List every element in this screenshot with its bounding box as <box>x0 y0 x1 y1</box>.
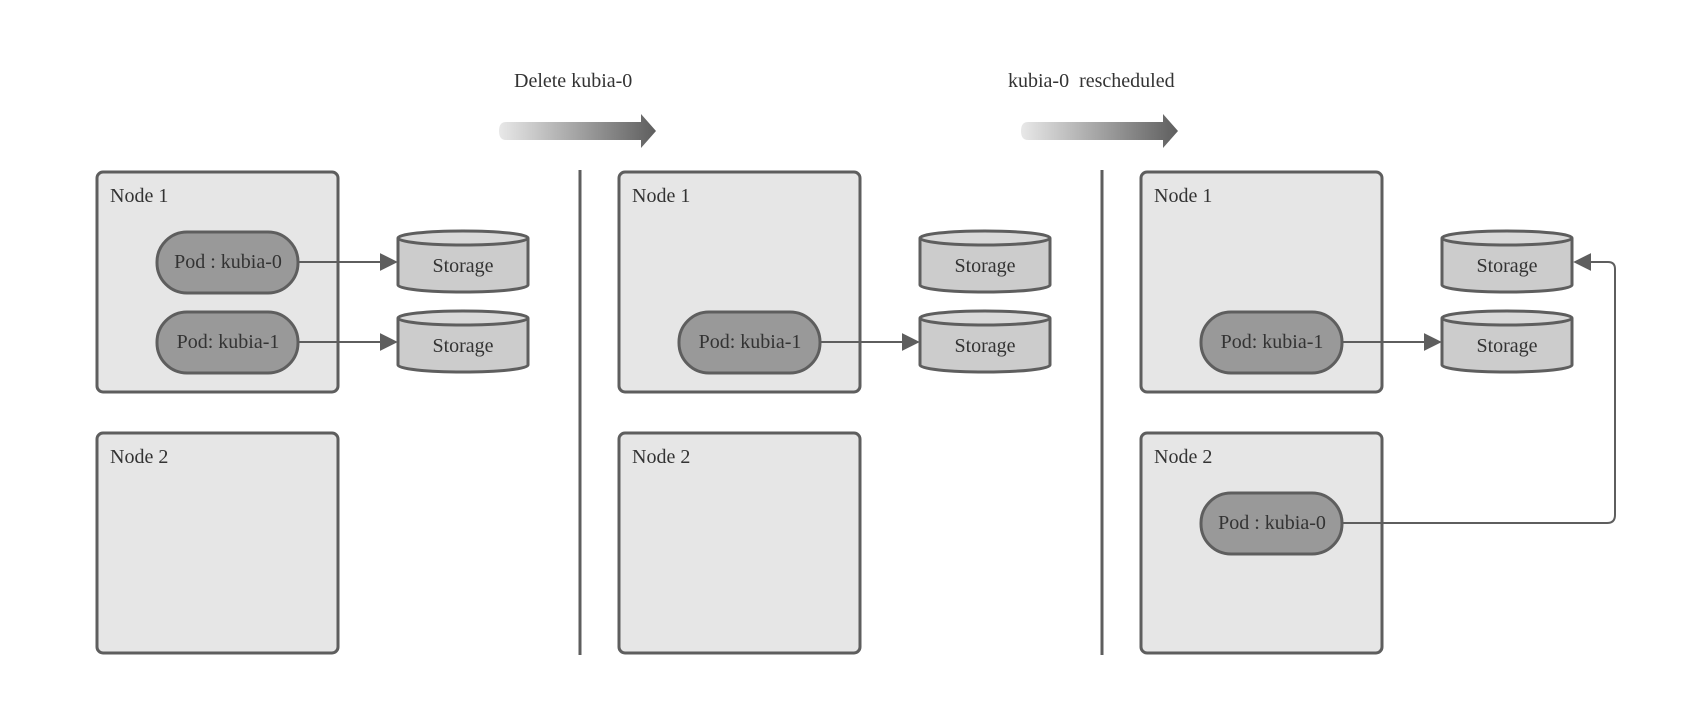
pod-kubia-0-label: Pod : kubia-0 <box>174 251 282 273</box>
storage-1-label: Storage <box>1476 255 1537 277</box>
storage-1-label: Storage <box>954 255 1015 277</box>
node-1-title: Node 1 <box>110 185 168 207</box>
node-1-title: Node 1 <box>632 185 690 207</box>
transition-rescheduled-arrow <box>1021 114 1178 148</box>
pod-kubia-0-label: Pod : kubia-0 <box>1218 512 1326 534</box>
node-1-title: Node 1 <box>1154 185 1212 207</box>
storage-1: Storage <box>396 229 530 294</box>
pod-kubia-1-label: Pod: kubia-1 <box>177 331 280 353</box>
pod-kubia-1-label: Pod: kubia-1 <box>1221 331 1324 353</box>
stage-3: Node 1 Node 2 Pod: kubia-1 Pod : kubia-0… <box>1139 170 1616 655</box>
node-2-title: Node 2 <box>1154 446 1212 468</box>
storage-1: Storage <box>918 229 1052 294</box>
storage-2: Storage <box>396 309 530 374</box>
node-2-title: Node 2 <box>110 446 168 468</box>
storage-2-label: Storage <box>432 335 493 357</box>
storage-2-label: Storage <box>954 335 1015 357</box>
node-2-box <box>617 431 862 655</box>
stage-1: Node 1 Node 2 Pod : kubia-0 Pod: kubia-1… <box>95 170 530 655</box>
stage-2: Node 1 Node 2 Pod: kubia-1 Storage Stora… <box>617 170 1052 655</box>
transition-rescheduled: kubia-0 rescheduled <box>1008 70 1178 148</box>
node-2-box <box>95 431 340 655</box>
pod-kubia-0-to-storage-connector <box>1342 253 1616 524</box>
storage-2: Storage <box>918 309 1052 374</box>
storage-2: Storage <box>1440 309 1574 374</box>
transition-delete-arrow <box>499 114 656 148</box>
storage-1: Storage <box>1440 229 1574 294</box>
transition-delete-label: Delete kubia-0 <box>514 70 632 92</box>
transition-rescheduled-label: kubia-0 rescheduled <box>1008 70 1175 92</box>
pod-kubia-1-label: Pod: kubia-1 <box>699 331 802 353</box>
node-2-title: Node 2 <box>632 446 690 468</box>
storage-2-label: Storage <box>1476 335 1537 357</box>
storage-1-label: Storage <box>432 255 493 277</box>
transition-delete: Delete kubia-0 <box>499 70 656 148</box>
